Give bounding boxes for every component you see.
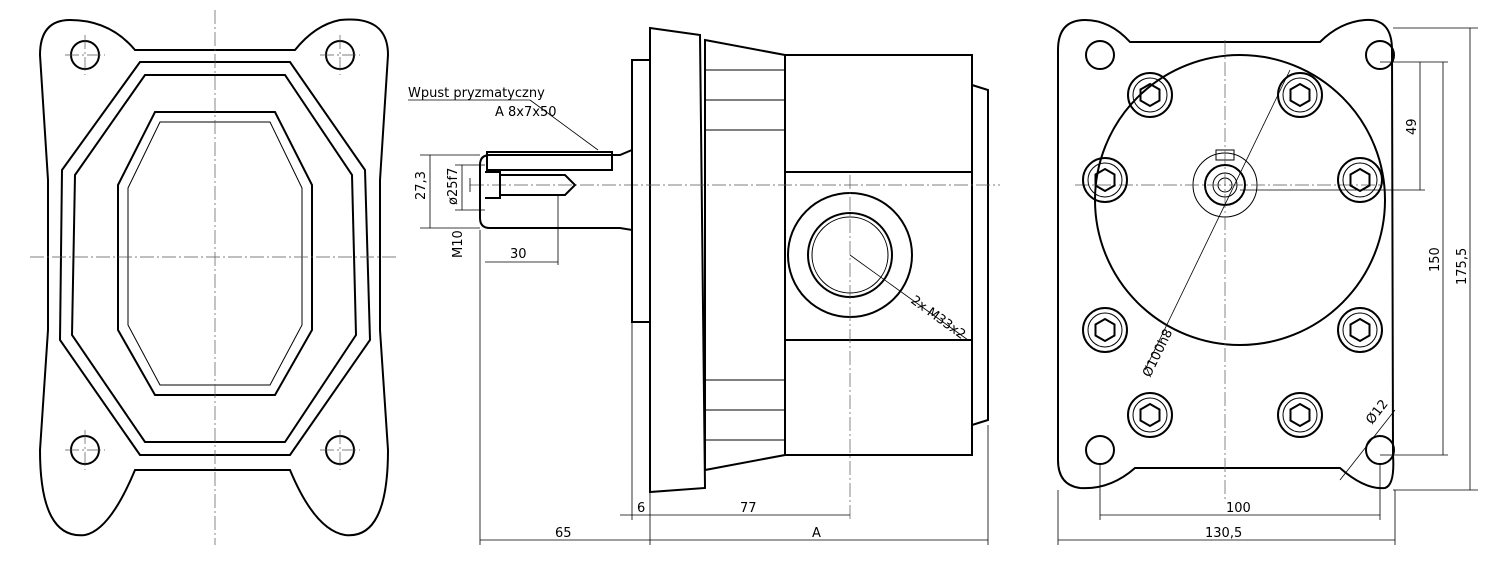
corner-holes — [1085, 40, 1395, 465]
dim-a: A — [812, 526, 821, 541]
dim-m10: M10 — [451, 230, 466, 258]
dim-30: 30 — [510, 247, 527, 262]
dim-shaft-dia: ø25f7 — [446, 168, 461, 205]
dim-130-5: 130,5 — [1205, 526, 1242, 541]
mounting-holes — [65, 35, 360, 470]
dim-65: 65 — [555, 526, 572, 541]
rear-view — [30, 10, 398, 545]
front-view: Ø100h8 Ø12 49 150 175,5 100 130,5 — [1057, 18, 1478, 545]
port-label: 2x M33x2 — [908, 293, 968, 343]
key — [486, 151, 613, 171]
dim-100: 100 — [1226, 501, 1251, 516]
key-label: Wpust pryzmatyczny — [408, 86, 545, 101]
dim-pilot-dia: Ø100h8 — [1140, 327, 1176, 380]
dim-27-3: 27,3 — [414, 171, 429, 200]
shaft — [479, 148, 633, 232]
dim-6: 6 — [637, 501, 645, 516]
dim-175-5: 175,5 — [1455, 248, 1470, 285]
dim-150: 150 — [1428, 247, 1443, 272]
side-view: Wpust pryzmatyczny A 8x7x50 2x M33x2 27,… — [408, 26, 1000, 545]
dim-49: 49 — [1405, 118, 1420, 135]
dim-77: 77 — [740, 501, 757, 516]
dim-hole-dia: Ø12 — [1363, 397, 1391, 427]
key-spec: A 8x7x50 — [495, 105, 557, 120]
bolts — [1082, 72, 1383, 438]
